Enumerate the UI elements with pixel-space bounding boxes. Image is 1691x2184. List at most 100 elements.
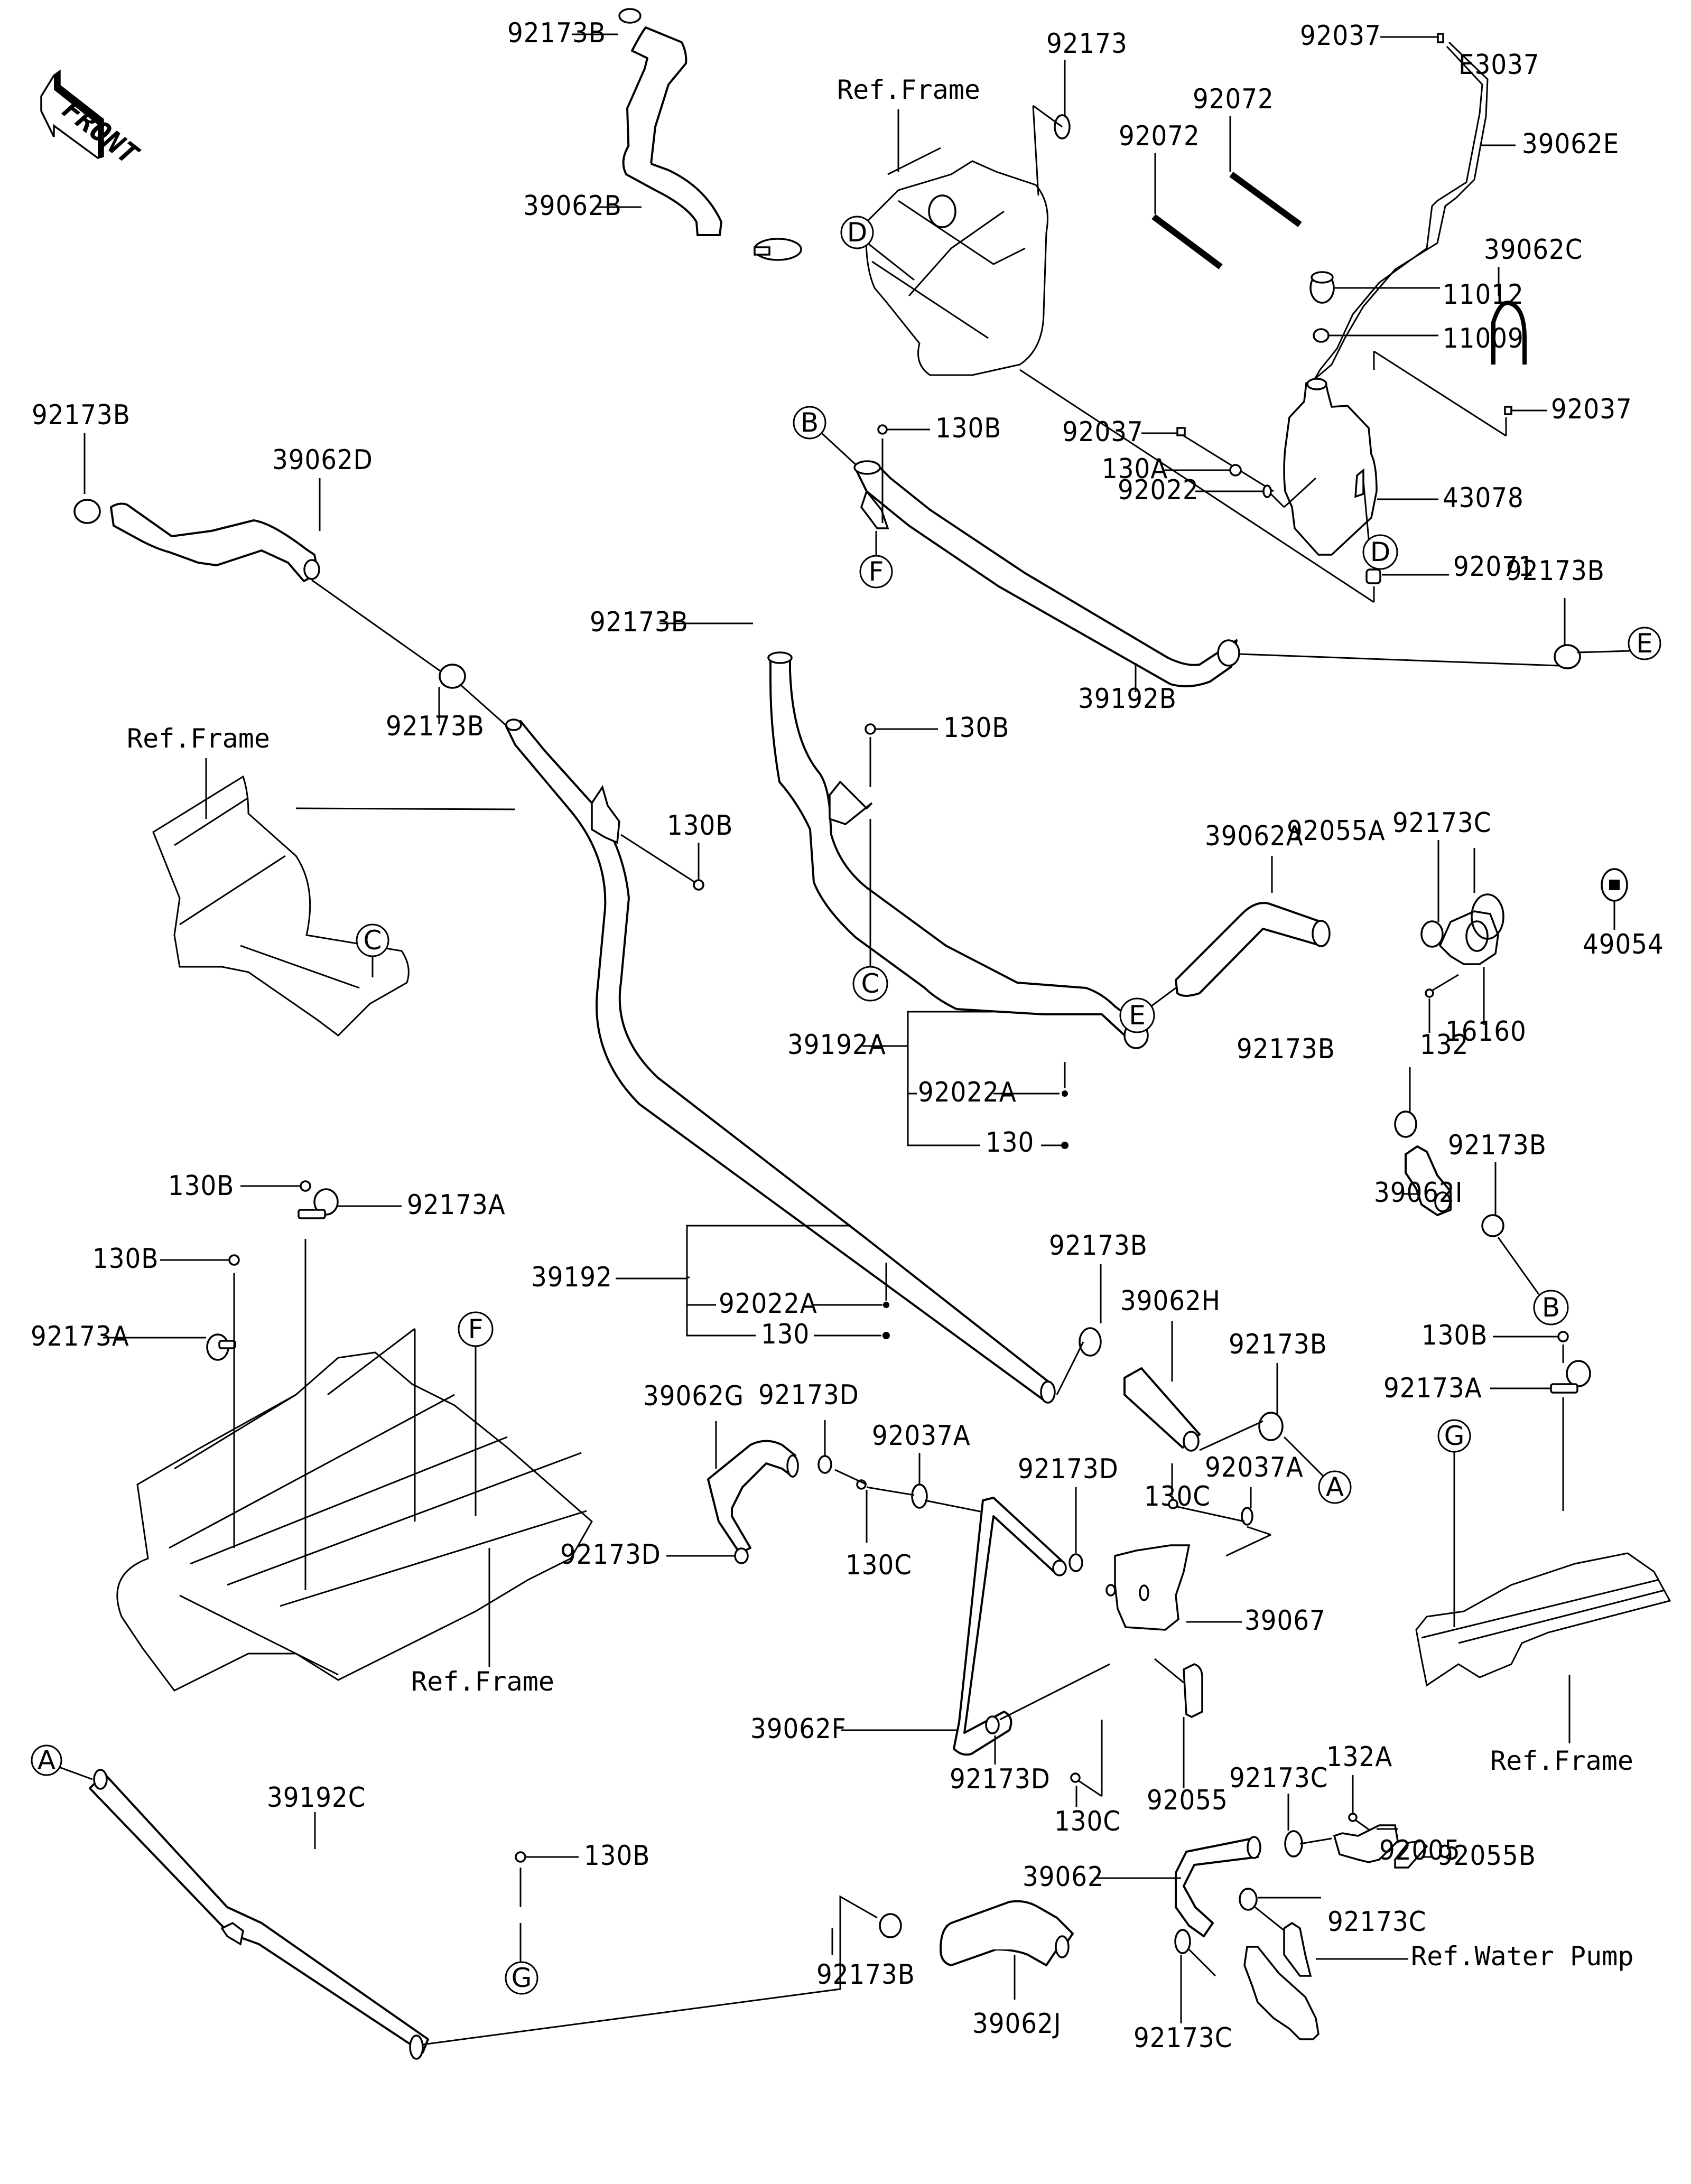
clamp-icon bbox=[1394, 1110, 1417, 1138]
part-label: 92173B bbox=[1448, 1130, 1547, 1161]
part-label: 11012 bbox=[1443, 279, 1524, 311]
clamp-icon bbox=[1174, 1929, 1191, 1954]
part-label: 130C bbox=[1144, 1481, 1211, 1513]
part-label: 92173D bbox=[758, 1379, 859, 1411]
callout-letter: F bbox=[869, 556, 884, 587]
part-label: 92173B bbox=[386, 711, 485, 742]
callout-e bbox=[1628, 627, 1661, 660]
outlet-92005 bbox=[1333, 1824, 1399, 1863]
clamp-icon bbox=[879, 1913, 902, 1938]
part-label: 92055A bbox=[1287, 815, 1386, 847]
gasket-icon bbox=[1183, 1663, 1203, 1718]
hose-39062 bbox=[1175, 1837, 1259, 1937]
clip-icon bbox=[1176, 427, 1186, 436]
callout-b bbox=[1533, 1290, 1569, 1326]
callout-d bbox=[840, 216, 874, 249]
part-label: 130B bbox=[1421, 1320, 1488, 1351]
part-label: 92055 bbox=[1147, 1785, 1228, 1816]
clamp-icon bbox=[1258, 1412, 1284, 1441]
bolt-icon bbox=[300, 1180, 311, 1192]
callout-letter: G bbox=[1444, 1421, 1465, 1451]
callout-letter: B bbox=[1542, 1292, 1560, 1323]
part-label: 11009 bbox=[1443, 323, 1524, 354]
part-label: 130A bbox=[1102, 453, 1168, 485]
part-label: 92072 bbox=[1193, 83, 1274, 115]
bolt-icon bbox=[1229, 464, 1242, 477]
oil-cooler-39067 bbox=[1105, 1544, 1191, 1631]
part-label: 92173C bbox=[1229, 1762, 1328, 1794]
bolt-icon bbox=[877, 424, 888, 435]
o-ring-icon bbox=[1313, 328, 1330, 343]
callout-letter: B bbox=[801, 407, 819, 438]
clamp-icon bbox=[1420, 920, 1444, 948]
bolt-icon bbox=[693, 879, 704, 891]
ref-frame-label: Ref.Frame bbox=[837, 74, 980, 105]
pipe-clip-icon bbox=[1241, 1507, 1253, 1526]
part-label: 39062D bbox=[272, 444, 373, 476]
ref-frame-label: Ref.Frame bbox=[1490, 1746, 1633, 1776]
frame-reference-top bbox=[865, 147, 1048, 376]
part-label: 92173B bbox=[816, 1959, 915, 1991]
washer-icon bbox=[1262, 484, 1272, 498]
callout-letter: D bbox=[1370, 537, 1391, 567]
bolt-icon bbox=[865, 723, 876, 735]
part-label: 92173D bbox=[560, 1539, 661, 1571]
clamp-icon bbox=[1239, 1888, 1258, 1911]
water-pump-reference bbox=[1243, 1921, 1320, 2040]
callout-letter: A bbox=[38, 1745, 55, 1776]
bolt-icon bbox=[882, 1332, 890, 1339]
clamp-icon bbox=[734, 1547, 749, 1564]
diagram-code: E3037 bbox=[1458, 49, 1540, 81]
part-label: 39062B bbox=[523, 190, 622, 222]
o-ring-icon bbox=[1471, 893, 1504, 940]
part-label: 92037 bbox=[1062, 416, 1144, 448]
part-label: 39062 bbox=[1023, 1861, 1104, 1893]
part-label: 92037A bbox=[1205, 1452, 1304, 1483]
clip-icon bbox=[1504, 406, 1512, 415]
part-label: 49054 bbox=[1583, 929, 1664, 960]
callout-e bbox=[1119, 997, 1155, 1033]
part-label: 130B bbox=[584, 1840, 650, 1872]
bolt-icon bbox=[228, 1254, 240, 1266]
part-label: 92005 bbox=[1379, 1835, 1461, 1866]
pipe-clamp-icon bbox=[298, 1188, 339, 1219]
bolt-icon bbox=[1070, 1772, 1081, 1783]
part-label: 39062C bbox=[1484, 234, 1583, 266]
frame-reference-lower-left bbox=[116, 1351, 593, 1692]
cable-tie-icon bbox=[1151, 172, 1302, 269]
part-label: 130B bbox=[935, 413, 1001, 444]
part-label: 130B bbox=[667, 810, 733, 842]
part-label: 92173A bbox=[1383, 1373, 1482, 1404]
bolt-icon bbox=[1168, 1499, 1178, 1509]
part-label: 92173A bbox=[407, 1189, 506, 1221]
bolt-icon bbox=[1061, 1142, 1069, 1149]
callout-letter: E bbox=[1636, 628, 1653, 659]
bolt-icon bbox=[1425, 988, 1434, 998]
clamp-icon bbox=[1284, 1830, 1303, 1858]
bolt-icon bbox=[515, 1851, 526, 1863]
clamp-icon bbox=[985, 1715, 1000, 1734]
callout-letter: F bbox=[468, 1314, 484, 1345]
frame-reference-left bbox=[152, 775, 516, 1037]
callout-letter: C bbox=[364, 925, 382, 956]
washer-icon bbox=[1062, 1090, 1068, 1097]
thermostat-housing-16160 bbox=[1438, 910, 1499, 965]
part-label: 92173C bbox=[1133, 2022, 1232, 2054]
washer-icon bbox=[883, 1302, 889, 1308]
clip-icon bbox=[1437, 33, 1444, 43]
pipe-clamp-icon bbox=[206, 1333, 236, 1361]
hose-39062b bbox=[622, 26, 722, 236]
part-label: 92072 bbox=[1119, 120, 1200, 152]
ref-water-pump-label: Ref.Water Pump bbox=[1411, 1941, 1633, 1972]
grommet-icon bbox=[1365, 568, 1381, 584]
callout-b bbox=[793, 406, 826, 440]
part-label: 92037 bbox=[1551, 394, 1632, 425]
reservoir-cap-icon bbox=[1309, 271, 1335, 304]
part-label: 39062I bbox=[1374, 1177, 1463, 1209]
part-label: 130B bbox=[92, 1243, 159, 1275]
clamp-icon bbox=[1481, 1214, 1504, 1237]
clamp-icon bbox=[1079, 1327, 1102, 1357]
pipe-39192 bbox=[505, 718, 1056, 1404]
part-label: 39062A bbox=[1205, 820, 1304, 852]
part-label: 130B bbox=[943, 712, 1009, 744]
